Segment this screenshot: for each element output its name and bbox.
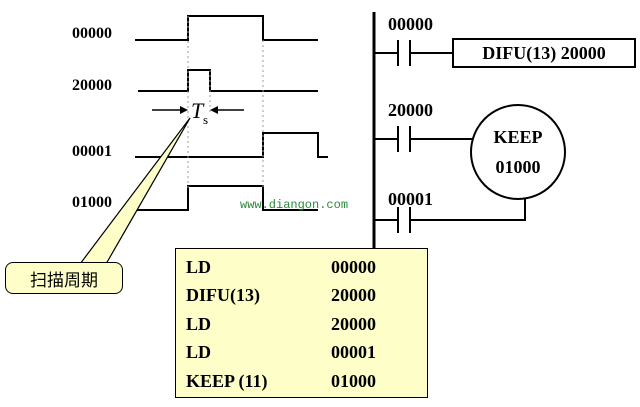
signal-label-01000: 01000 xyxy=(72,194,112,211)
code-op: KEEP (11) xyxy=(186,370,268,391)
code-arg: 20000 xyxy=(331,285,376,306)
keep-instruction-circle: KEEP 01000 xyxy=(470,104,566,200)
ts-arrowhead-left xyxy=(180,106,188,114)
rung3-wire-right xyxy=(410,196,526,221)
code-op: LD xyxy=(186,313,212,334)
code-row: KEEP (11) 01000 xyxy=(186,367,427,396)
ts-arrowhead-right xyxy=(210,106,218,114)
code-arg: 00000 xyxy=(331,256,376,277)
code-arg: 20000 xyxy=(331,313,376,334)
scan-cycle-callout: 扫描周期 xyxy=(5,262,123,294)
callout-pointer xyxy=(78,117,191,265)
waveform-00000 xyxy=(135,15,318,41)
ts-symbol: T xyxy=(191,98,205,123)
watermark: www.diangon.com xyxy=(240,198,348,212)
rung2-contact-label: 20000 xyxy=(388,100,433,120)
difu-instruction-box: DIFU(13) 20000 xyxy=(452,38,636,68)
ts-subscript: s xyxy=(203,112,208,127)
waveform-01000 xyxy=(135,185,318,211)
code-op: DIFU(13) xyxy=(186,285,260,306)
code-row: LD 00001 xyxy=(186,339,427,368)
rung1-contact-label: 00000 xyxy=(388,14,433,34)
code-row: DIFU(13) 20000 xyxy=(186,282,427,311)
code-row: LD 00000 xyxy=(186,253,427,282)
code-arg: 00001 xyxy=(331,342,376,363)
waveform-00001 xyxy=(135,132,328,158)
keep-address: 01000 xyxy=(495,157,541,177)
waveform-20000 xyxy=(138,69,318,92)
rung3-contact-label: 00001 xyxy=(388,189,433,209)
code-op: LD xyxy=(186,256,212,277)
keep-title: KEEP xyxy=(493,127,543,147)
code-op: LD xyxy=(186,342,212,363)
code-arg: 01000 xyxy=(331,370,376,391)
instruction-list-box: LD 00000 DIFU(13) 20000 LD 20000 LD 0000… xyxy=(175,248,428,398)
code-row: LD 20000 xyxy=(186,310,427,339)
signal-label-00000: 00000 xyxy=(72,25,112,42)
signal-label-20000: 20000 xyxy=(72,77,112,94)
signal-label-00001: 00001 xyxy=(72,143,112,160)
